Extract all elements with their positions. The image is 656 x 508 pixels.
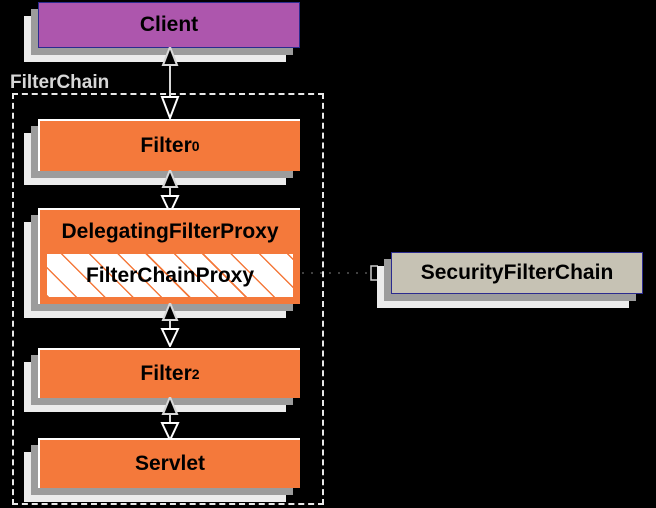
node-security-filter-chain[interactable]: SecurityFilterChain bbox=[377, 252, 643, 308]
filter2-label-subscript: 2 bbox=[191, 366, 200, 382]
security-filter-chain-label: SecurityFilterChain bbox=[391, 252, 643, 294]
edge-delegatingfilterproxy-filter2 bbox=[158, 303, 182, 347]
node-filter-chain-proxy[interactable]: FilterChainProxy bbox=[47, 254, 293, 297]
filterchain-label: FilterChain bbox=[10, 72, 110, 93]
dfp-face: DelegatingFilterProxy FilterChainProxy bbox=[38, 208, 300, 304]
filterchain-container bbox=[12, 93, 324, 505]
edge-filter2-servlet bbox=[158, 397, 182, 441]
edge-filter0-delegatingfilterproxy bbox=[158, 170, 182, 214]
edge-client-filter0 bbox=[158, 47, 182, 119]
node-client[interactable]: Client bbox=[24, 2, 300, 62]
delegating-filter-proxy-label: DelegatingFilterProxy bbox=[61, 220, 279, 243]
filter0-label-text: Filter bbox=[140, 134, 192, 157]
filter0-label-subscript: 0 bbox=[191, 138, 200, 154]
filter2-label-text: Filter bbox=[140, 362, 192, 385]
client-label: Client bbox=[38, 2, 300, 48]
node-servlet[interactable]: Servlet bbox=[24, 438, 300, 502]
servlet-label: Servlet bbox=[38, 438, 300, 488]
node-delegating-filter-proxy[interactable]: DelegatingFilterProxy FilterChainProxy bbox=[24, 208, 300, 318]
